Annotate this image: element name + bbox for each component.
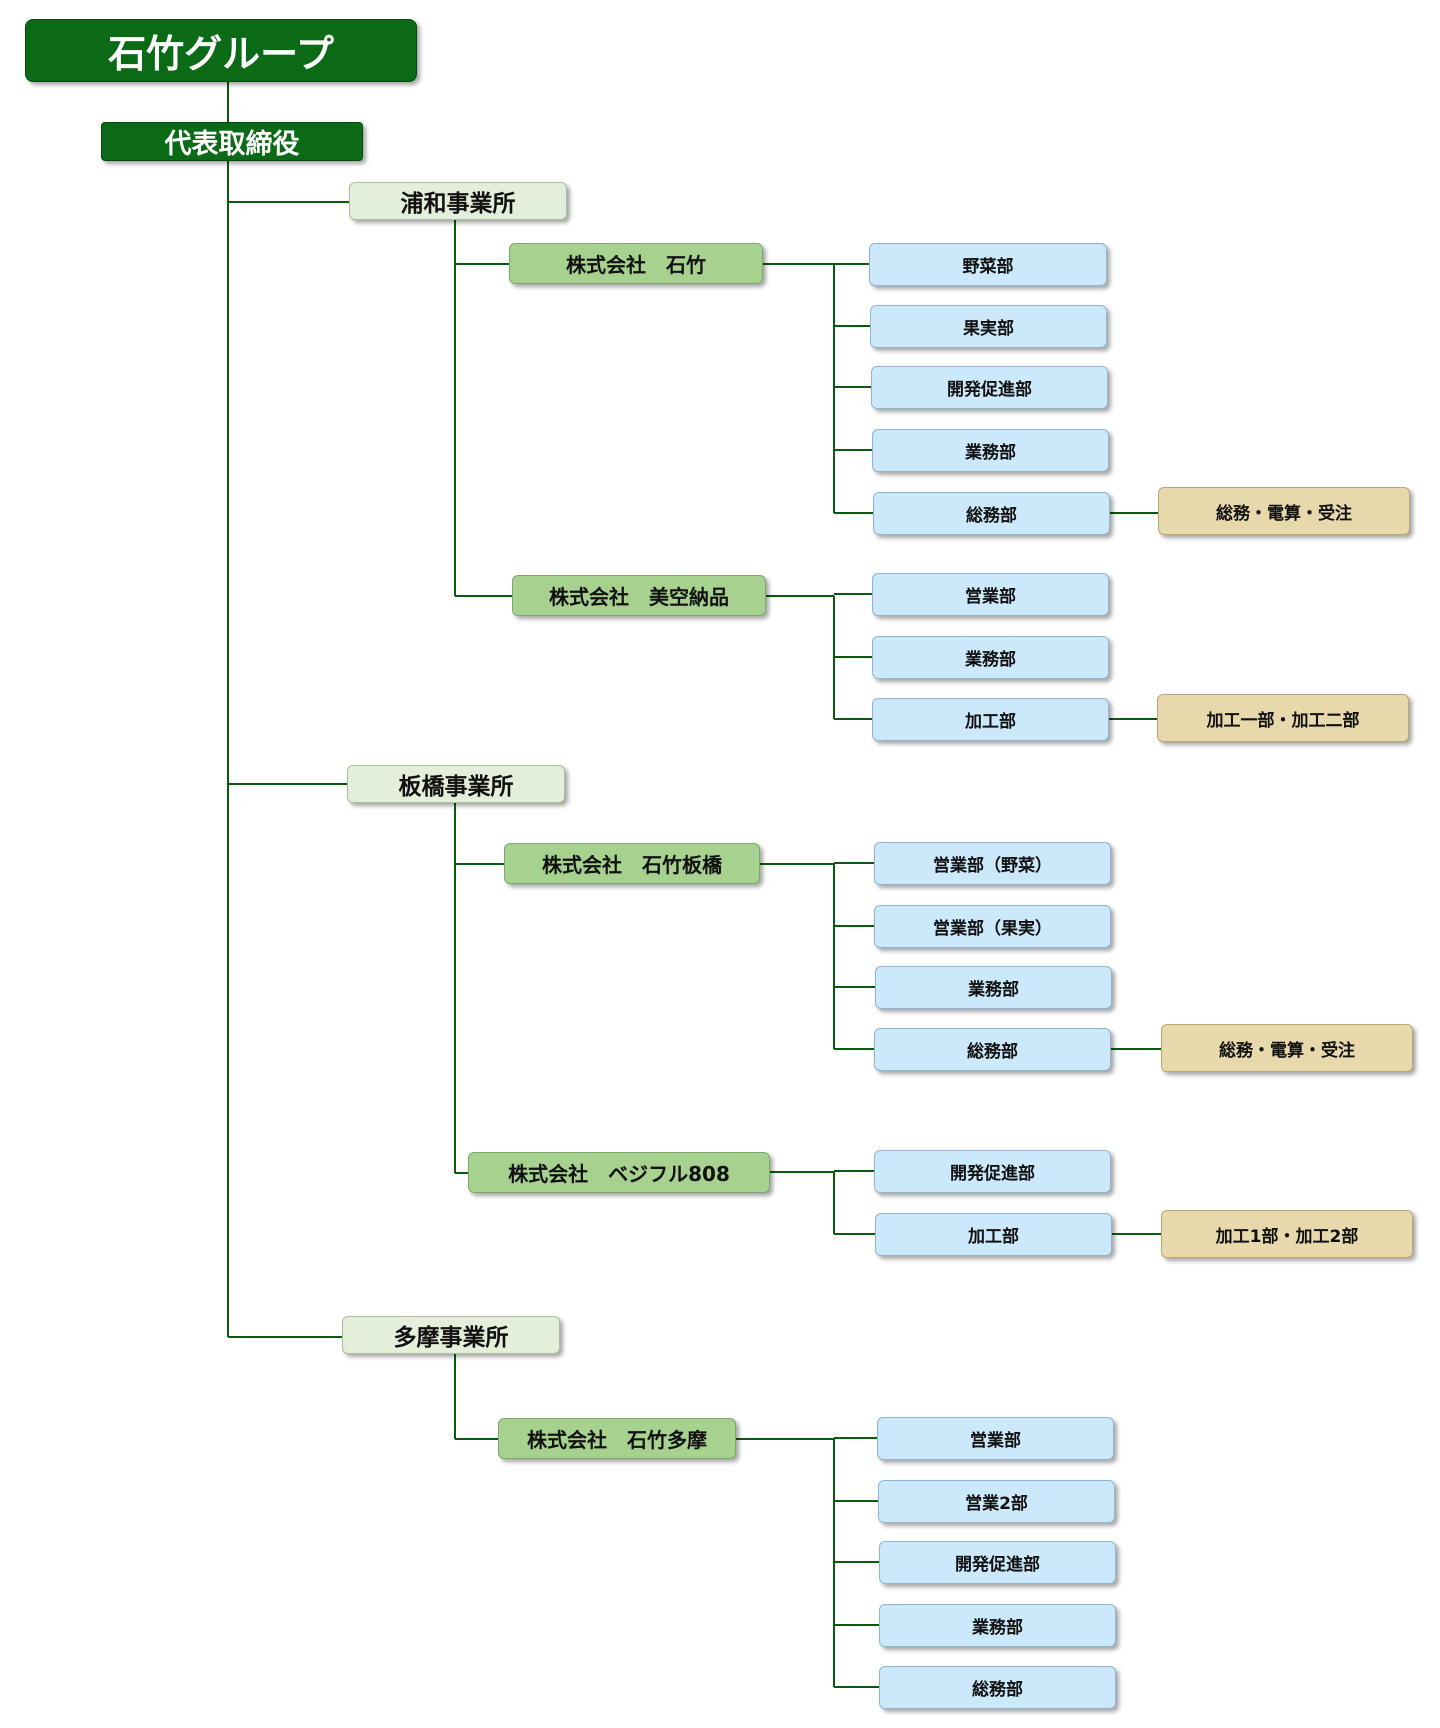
dept-gyomu: 業務部: [875, 966, 1112, 1009]
dept-eigyo-kajitsu: 営業部（果実）: [874, 905, 1111, 948]
group-title: 石竹グループ: [25, 19, 417, 82]
dept-gyomu: 業務部: [879, 1604, 1116, 1647]
dept-gyomu: 業務部: [872, 429, 1109, 472]
ceo-box: 代表取締役: [101, 122, 363, 161]
dept-somu: 総務部: [873, 492, 1110, 535]
dept-yasai: 野菜部: [869, 243, 1107, 286]
dept-kajitsu: 果実部: [870, 305, 1107, 348]
dept-eigyo-2: 営業2部: [878, 1480, 1115, 1523]
office-tama: 多摩事業所: [342, 1316, 560, 1354]
dept-eigyo: 営業部: [872, 573, 1109, 616]
dept-eigyo: 営業部: [877, 1417, 1114, 1460]
dept-kaihatsu: 開発促進部: [879, 1541, 1116, 1584]
company-misora-nohin: 株式会社 美空納品: [512, 575, 766, 616]
company-vegeful808: 株式会社 ベジフル808: [468, 1152, 770, 1193]
dept-gyomu: 業務部: [872, 636, 1109, 679]
company-ishitake: 株式会社 石竹: [509, 243, 763, 284]
company-ishitake-tama: 株式会社 石竹多摩: [498, 1418, 736, 1459]
dept-kaihatsu: 開発促進部: [871, 366, 1108, 409]
dept-kako: 加工部: [875, 1213, 1112, 1256]
dept-eigyo-yasai: 営業部（野菜）: [874, 842, 1111, 885]
office-itabashi: 板橋事業所: [347, 765, 565, 803]
dept-somu: 総務部: [879, 1666, 1116, 1709]
dept-kaihatsu: 開発促進部: [874, 1150, 1111, 1193]
sub-kako-ichibu-nibu: 加工一部・加工二部: [1157, 694, 1409, 742]
sub-somu-densan-juchu: 総務・電算・受注: [1158, 487, 1410, 535]
sub-somu-densan-juchu: 総務・電算・受注: [1161, 1024, 1413, 1072]
dept-somu: 総務部: [874, 1028, 1111, 1071]
office-urawa: 浦和事業所: [349, 182, 567, 220]
company-ishitake-itabashi: 株式会社 石竹板橋: [504, 843, 760, 884]
dept-kako: 加工部: [872, 698, 1109, 741]
sub-kako-1bu-2bu: 加工1部・加工2部: [1161, 1210, 1413, 1258]
